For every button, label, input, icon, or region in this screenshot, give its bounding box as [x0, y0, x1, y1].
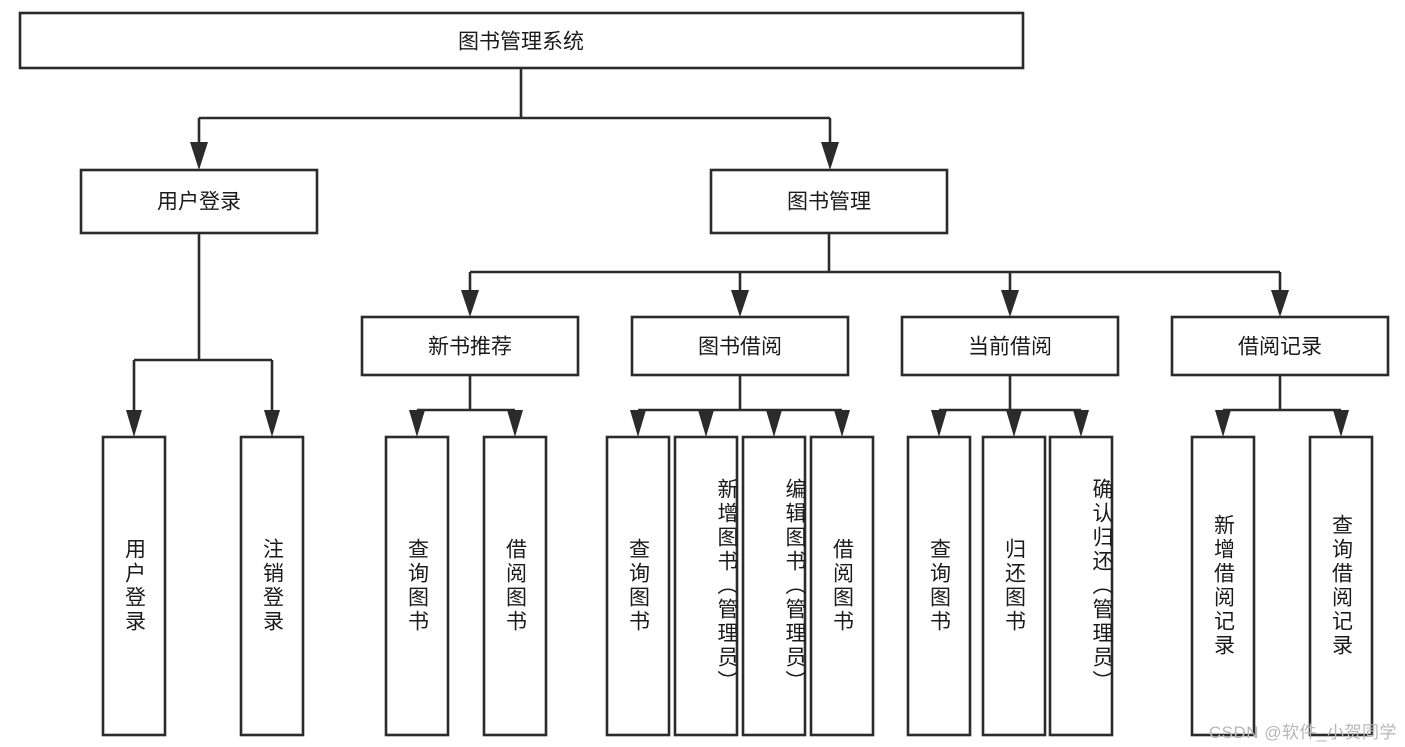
node-new-book-rec[interactable]: 新书推荐	[360, 315, 580, 377]
arrow-head-icon	[507, 410, 523, 437]
leaf-box-add-book[interactable]	[673, 435, 739, 737]
node-borrow-record[interactable]: 借阅记录	[1170, 315, 1390, 377]
leaf-boxes-group	[101, 435, 1374, 737]
new-book-rec-label: 新书推荐	[428, 336, 512, 359]
leaf-box-user-logout[interactable]	[239, 435, 305, 737]
connector-new-book-rec-to-leaves	[409, 375, 523, 437]
arrow-head-icon	[461, 290, 479, 317]
arrow-head-icon	[931, 410, 947, 437]
arrow-head-icon	[821, 142, 839, 170]
node-book-borrow[interactable]: 图书借阅	[630, 315, 850, 377]
connector-borrow-record-to-leaves	[1215, 375, 1349, 437]
leaf-box-query-record[interactable]	[1308, 435, 1374, 737]
connector-current-borrow-to-leaves	[931, 375, 1089, 437]
node-user-login[interactable]: 用户登录	[79, 168, 319, 235]
connector-user-login-to-leaves	[126, 233, 280, 437]
arrow-head-icon	[1073, 410, 1089, 437]
user-login-label: 用户登录	[157, 191, 241, 214]
leaf-box-query-book-rec[interactable]	[384, 435, 450, 737]
borrow-record-label: 借阅记录	[1238, 336, 1322, 359]
connector-book-borrow-to-leaves	[630, 375, 850, 437]
leaf-box-query-book-cur[interactable]	[906, 435, 972, 737]
current-borrow-box[interactable]	[900, 315, 1120, 377]
arrow-head-icon	[190, 142, 208, 170]
arrow-head-icon	[264, 410, 280, 437]
arrow-head-icon	[731, 290, 749, 317]
leaf-box-add-record[interactable]	[1190, 435, 1256, 737]
leaf-box-edit-book[interactable]	[741, 435, 807, 737]
arrow-head-icon	[834, 410, 850, 437]
arrow-head-icon	[1215, 410, 1231, 437]
arrow-head-icon	[1006, 410, 1022, 437]
connector-book-manage-to-level3	[461, 233, 1289, 317]
node-book-manage[interactable]: 图书管理	[709, 168, 949, 235]
leaf-box-user-login[interactable]	[101, 435, 167, 737]
new-book-rec-box[interactable]	[360, 315, 580, 377]
arrow-head-icon	[766, 410, 782, 437]
leaf-box-borrow-book[interactable]	[809, 435, 875, 737]
book-manage-label: 图书管理	[787, 191, 871, 214]
arrow-head-icon	[1001, 290, 1019, 317]
watermark-text: CSDN @软件_小贺同学	[1208, 723, 1397, 742]
arrow-head-icon	[630, 410, 646, 437]
arrow-head-icon	[698, 410, 714, 437]
arrow-head-icon	[126, 410, 142, 437]
root-label: 图书管理系统	[458, 31, 584, 54]
node-current-borrow[interactable]: 当前借阅	[900, 315, 1120, 377]
leaf-box-borrow-book-rec[interactable]	[482, 435, 548, 737]
book-borrow-label: 图书借阅	[698, 336, 782, 359]
leaf-box-confirm-return[interactable]	[1048, 435, 1114, 737]
root-box[interactable]	[18, 11, 1025, 70]
user-login-box[interactable]	[79, 168, 319, 235]
leaf-box-return-book[interactable]	[981, 435, 1047, 737]
arrow-head-icon	[409, 410, 425, 437]
arrow-head-icon	[1271, 290, 1289, 317]
current-borrow-label: 当前借阅	[968, 336, 1052, 359]
arrow-head-icon	[1333, 410, 1349, 437]
connector-root-to-level2	[190, 68, 839, 170]
node-root[interactable]: 图书管理系统	[18, 11, 1025, 70]
leaf-box-query-book[interactable]	[605, 435, 671, 737]
